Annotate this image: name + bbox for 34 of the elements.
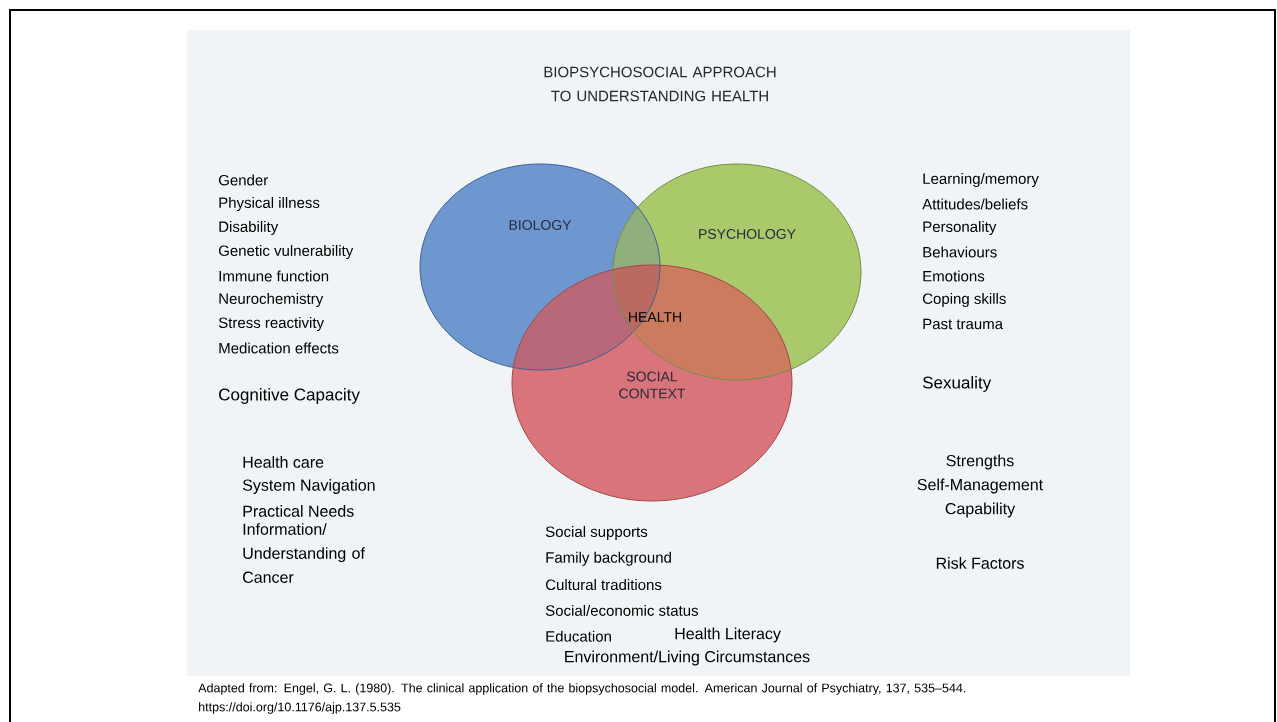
list-item: Social supports	[545, 526, 648, 540]
list-item: Stress reactivity	[218, 317, 324, 331]
list-item: System Navigation	[242, 479, 375, 494]
list-item: Behaviours	[923, 246, 997, 258]
list-item: Personality	[923, 221, 997, 235]
list-item: Capability	[945, 502, 1016, 518]
list-item: Risk Factors	[936, 557, 1024, 569]
list-item: Past trauma	[923, 318, 1004, 330]
list-item: Attitudes/beliefs	[922, 198, 1028, 210]
list-item: Family background	[546, 551, 671, 566]
list-item: Information/ Understanding of Cancer	[243, 523, 365, 583]
list-item: Self-Management	[917, 478, 1043, 494]
list-item: Practical Needs	[243, 505, 354, 517]
list-item: Gender	[218, 174, 268, 186]
list-item: Emotions	[923, 270, 985, 282]
list-item: Environment/Living Circumstances	[565, 650, 810, 666]
list-item: Education	[546, 630, 611, 642]
list-item: Genetic vulnerability	[218, 245, 354, 259]
list-item: Health Literacy	[675, 627, 781, 643]
list-item: Immune function	[219, 270, 329, 282]
list-item: Learning/memory	[923, 173, 1039, 187]
list-item: Cognitive Capacity	[219, 388, 360, 404]
list-item: Coping skills	[923, 293, 1006, 307]
list-item: Cultural traditions	[546, 579, 662, 591]
list-item: Disability	[219, 221, 279, 235]
caption-text: Adapted from: Engel, G. L. (1980). The clinical application of the biopsychosocial model. American Journal of Psychiatry, 137, 535–544. https://doi.org/10.1176/ajp.137.5.535	[198, 683, 966, 714]
list-item: Strengths	[946, 454, 1014, 470]
list-item: Neurochemistry	[219, 293, 324, 307]
list-item: Social/economic status	[545, 604, 699, 616]
list-item: Medication effects	[219, 342, 339, 354]
list-item: Sexuality	[923, 376, 992, 392]
list-item: Physical illness	[219, 197, 320, 211]
list-item: Health care	[243, 456, 324, 468]
heading: BIOPSYCHOSOCIAL APPROACH TO UNDERSTANDING HEALTH	[544, 66, 776, 102]
